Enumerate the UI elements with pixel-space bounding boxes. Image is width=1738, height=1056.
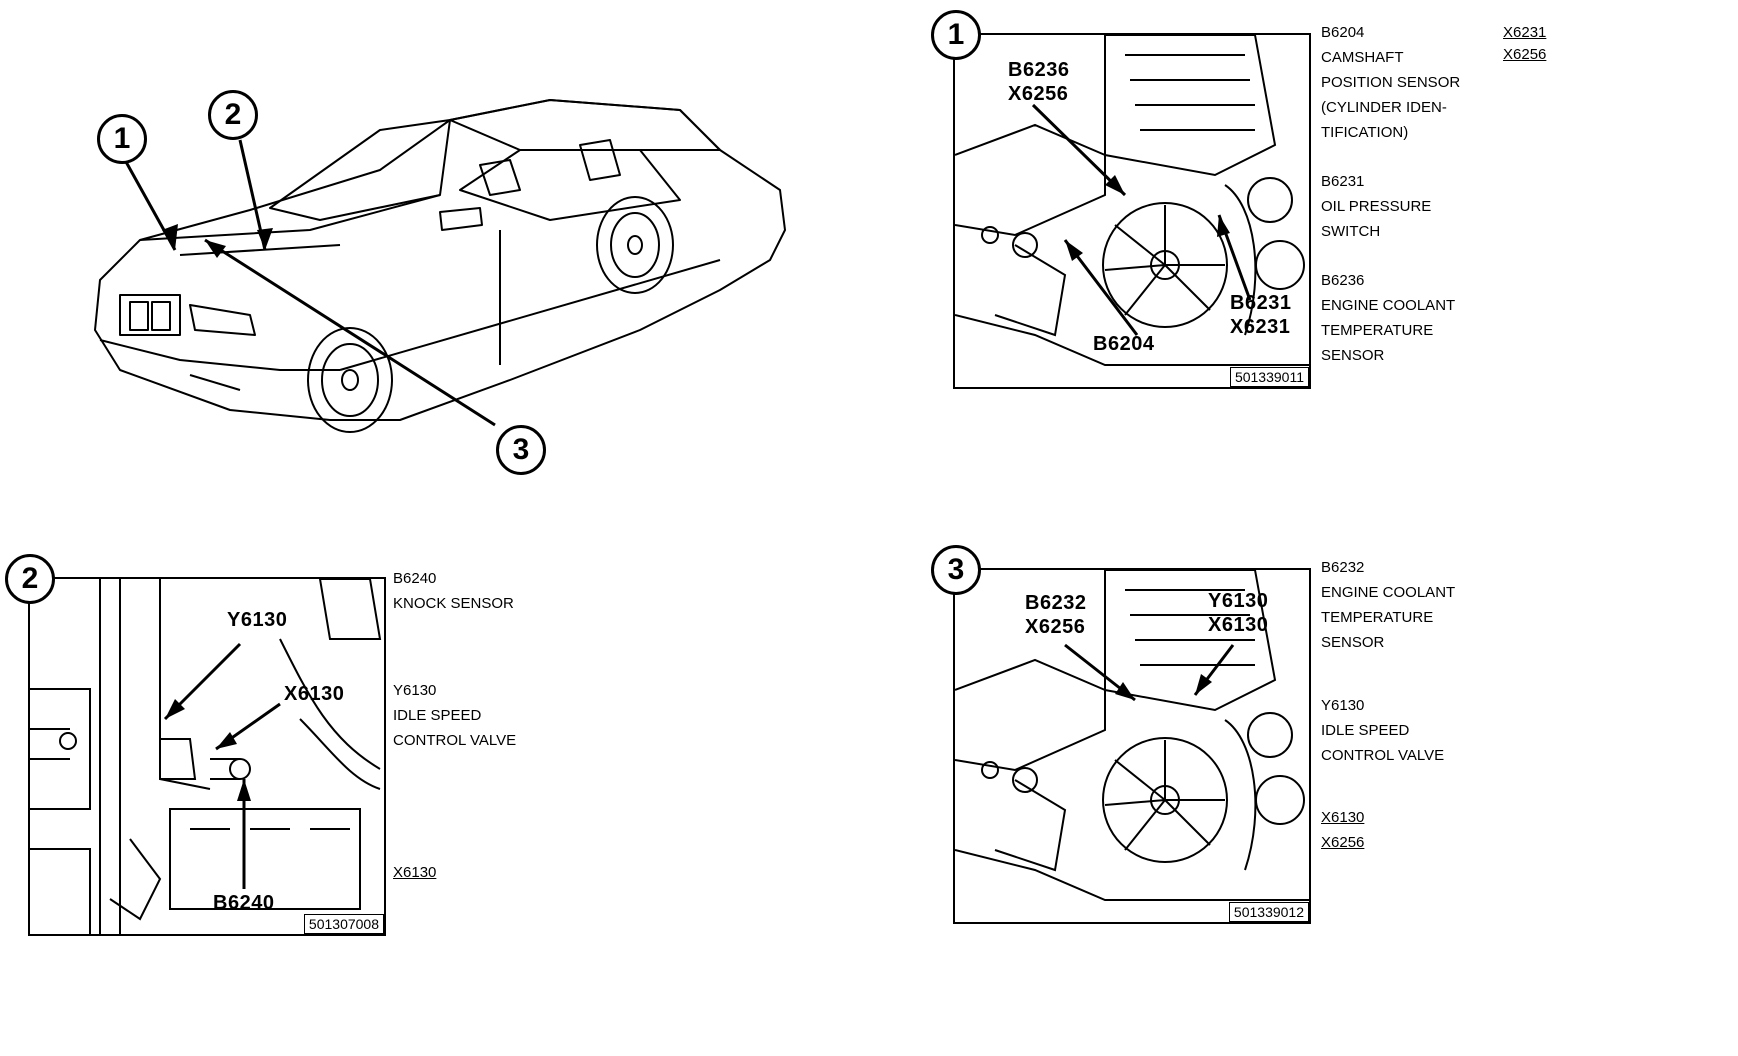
car-illustration (94, 99, 786, 433)
label-x6130: X6130 (284, 683, 345, 705)
engine-drawing-2 (30, 579, 382, 934)
label-x6256: X6256 (1025, 616, 1086, 638)
engine-drawing-3 (955, 570, 1309, 901)
figure-id: 501339012 (1228, 902, 1309, 922)
engine-drawing-1 (955, 35, 1309, 366)
callout-1-panel: 1 (931, 10, 981, 60)
connector-x6256: X6256 (1321, 834, 1365, 851)
detail-panel-3: B6232 X6256 Y6130 X6130 501339012 (953, 568, 1311, 924)
legend-item: B6231 OIL PRESSURE SWITCH (1321, 173, 1432, 240)
legend-item: Y6130 IDLE SPEED CONTROL VALVE (393, 682, 517, 749)
figure-id: 501307008 (303, 914, 384, 934)
legend-panel-1: B6204 CAMSHAFT POSITION SENSOR (CYLINDER… (1321, 20, 1491, 392)
label-b6232: B6232 (1025, 592, 1087, 614)
legend-item: B6240 KNOCK SENSOR (393, 570, 514, 612)
label-b6231: B6231 (1230, 292, 1292, 314)
label-y6130: Y6130 (227, 609, 288, 631)
label-x6130: X6130 (1208, 614, 1269, 636)
callout-3: 3 (496, 425, 546, 475)
connector-x6130: X6130 (393, 864, 437, 881)
callout-2: 2 (208, 90, 258, 140)
detail-panel-1: B6236 X6256 B6231 X6231 B6204 501339011 (953, 33, 1311, 389)
callout-3-panel: 3 (931, 545, 981, 595)
label-x6231: X6231 (1230, 316, 1291, 338)
legend-item: Y6130 IDLE SPEED CONTROL VALVE (1321, 697, 1445, 764)
callout-2-panel: 2 (5, 554, 55, 604)
connector-x6256: X6256 (1503, 46, 1547, 63)
legend-panel-2: B6240 KNOCK SENSOR Y6130 IDLE SPEED CONT… (393, 566, 553, 777)
callout-1: 1 (97, 114, 147, 164)
label-x6256: X6256 (1008, 83, 1069, 105)
label-b6240: B6240 (213, 892, 275, 914)
label-b6204: B6204 (1093, 333, 1155, 355)
legend-item: B6204 CAMSHAFT POSITION SENSOR (CYLINDER… (1321, 24, 1461, 141)
legend-item: B6236 ENGINE COOLANT TEMPERATURE SENSOR (1321, 272, 1456, 364)
label-y6130: Y6130 (1208, 590, 1269, 612)
detail-panel-2: Y6130 X6130 B6240 501307008 (28, 577, 386, 936)
connector-x6130: X6130 (1321, 809, 1365, 826)
legend-item: B6232 ENGINE COOLANT TEMPERATURE SENSOR (1321, 559, 1456, 651)
connector-x6231: X6231 (1503, 24, 1547, 41)
legend-panel-3: B6232 ENGINE COOLANT TEMPERATURE SENSOR … (1321, 555, 1491, 792)
figure-id: 501339011 (1229, 367, 1309, 387)
label-b6236: B6236 (1008, 59, 1070, 81)
